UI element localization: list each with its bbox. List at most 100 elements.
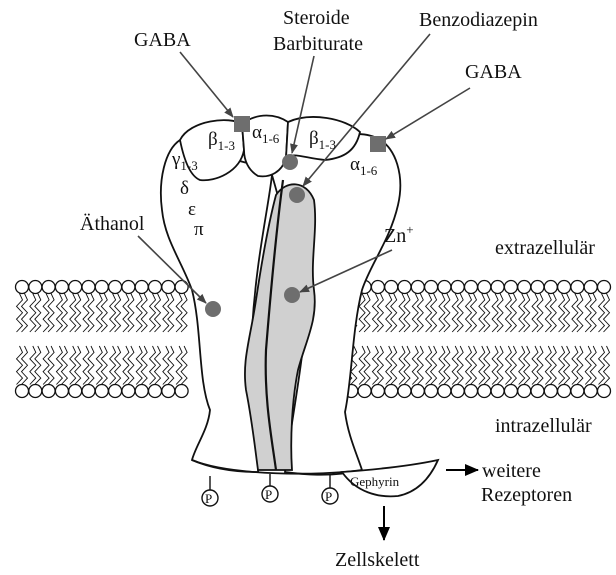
lipid-head (135, 281, 148, 294)
lipid-head (465, 281, 478, 294)
lipid-head (162, 281, 175, 294)
lipid-tail (545, 346, 551, 385)
lipid-tail (43, 294, 49, 333)
label-weitere: weitere (482, 460, 541, 482)
zinc-site (284, 287, 300, 303)
lipid-tail (466, 346, 472, 385)
label-zellskelett: Zellskelett (335, 549, 420, 571)
lipid-head (109, 385, 122, 398)
label-steroide: Steroide (283, 7, 350, 29)
lipid-head (598, 281, 611, 294)
lipid-tail (70, 294, 76, 333)
lipid-head (398, 281, 411, 294)
lipid-head (162, 385, 175, 398)
lipid-head (518, 385, 531, 398)
phospho-label-right: P (325, 489, 332, 504)
lipid-head (358, 385, 371, 398)
lipid-tail (70, 346, 76, 385)
lipid-head (518, 281, 531, 294)
subunit-label-epsilon: ε (188, 199, 196, 220)
lipid-tail (399, 294, 405, 333)
lipid-tail (386, 346, 392, 385)
lipid-head (55, 281, 68, 294)
lipid-head (82, 385, 95, 398)
lipid-head (371, 281, 384, 294)
lipid-head (385, 385, 398, 398)
arrow-gaba-left (180, 52, 233, 117)
lipid-head (438, 281, 451, 294)
lipid-head (16, 385, 29, 398)
lipid-head (465, 385, 478, 398)
lipid-head (491, 385, 504, 398)
lipid-tail (56, 346, 62, 385)
lipid-tail (519, 346, 525, 385)
lipid-head (584, 385, 597, 398)
lipid-tail (83, 294, 89, 333)
lipid-head (411, 385, 424, 398)
lipid-tail (412, 294, 418, 333)
lipid-tail (412, 346, 418, 385)
lipid-tail (176, 294, 182, 333)
label-barbiturate: Barbiturate (273, 33, 363, 55)
gaba-site-right (370, 136, 386, 152)
lipid-head (385, 281, 398, 294)
lipid-tail (17, 346, 23, 385)
lipid-tail (439, 346, 445, 385)
lipid-head (531, 281, 544, 294)
lipid-head (82, 281, 95, 294)
lipid-head (135, 385, 148, 398)
lipid-head (109, 281, 122, 294)
lipid-head (29, 281, 42, 294)
gaba-site-left (234, 116, 250, 132)
lipid-head (598, 385, 611, 398)
lipid-tail (56, 294, 62, 333)
lipid-head (29, 385, 42, 398)
label-gaba-left: GABA (134, 29, 191, 51)
arrow-gaba-right (386, 88, 470, 139)
label-athanol: Äthanol (80, 212, 145, 235)
lipid-head (69, 385, 82, 398)
lipid-tail (492, 294, 498, 333)
lipid-tail (30, 294, 36, 333)
lipid-head (175, 385, 188, 398)
lipid-head (451, 385, 464, 398)
lipid-head (425, 385, 438, 398)
lipid-tail (572, 294, 578, 333)
lipid-tail (43, 346, 49, 385)
lipid-tail (479, 294, 485, 333)
lipid-tail (599, 346, 605, 385)
lipid-tail (110, 346, 116, 385)
lipid-tail (439, 294, 445, 333)
label-gaba-right: GABA (465, 61, 522, 83)
lipid-tail (519, 294, 525, 333)
lipid-head (544, 385, 557, 398)
lipid-tail (452, 346, 458, 385)
lipid-head (149, 385, 162, 398)
lipid-tail (163, 294, 169, 333)
lipid-head (478, 385, 491, 398)
lipid-tail (599, 294, 605, 333)
lipid-tail (505, 346, 511, 385)
lipid-tail (123, 346, 129, 385)
lipid-tail (136, 294, 142, 333)
lipid-head (398, 385, 411, 398)
lipid-tail (532, 346, 538, 385)
lipid-head (451, 281, 464, 294)
lipid-tail (399, 346, 405, 385)
lipid-head (95, 385, 108, 398)
lipid-tail (96, 294, 102, 333)
lipid-tail (492, 346, 498, 385)
lipid-tail (505, 294, 511, 333)
lipid-tail (176, 346, 182, 385)
lipid-tail (123, 294, 129, 333)
lipid-head (122, 281, 135, 294)
lipid-tail (136, 346, 142, 385)
lipid-tail (452, 294, 458, 333)
lipid-head (558, 385, 571, 398)
lipid-tail (479, 346, 485, 385)
lipid-head (69, 281, 82, 294)
lipid-head (531, 385, 544, 398)
lipid-head (504, 385, 517, 398)
lipid-tail (372, 294, 378, 333)
